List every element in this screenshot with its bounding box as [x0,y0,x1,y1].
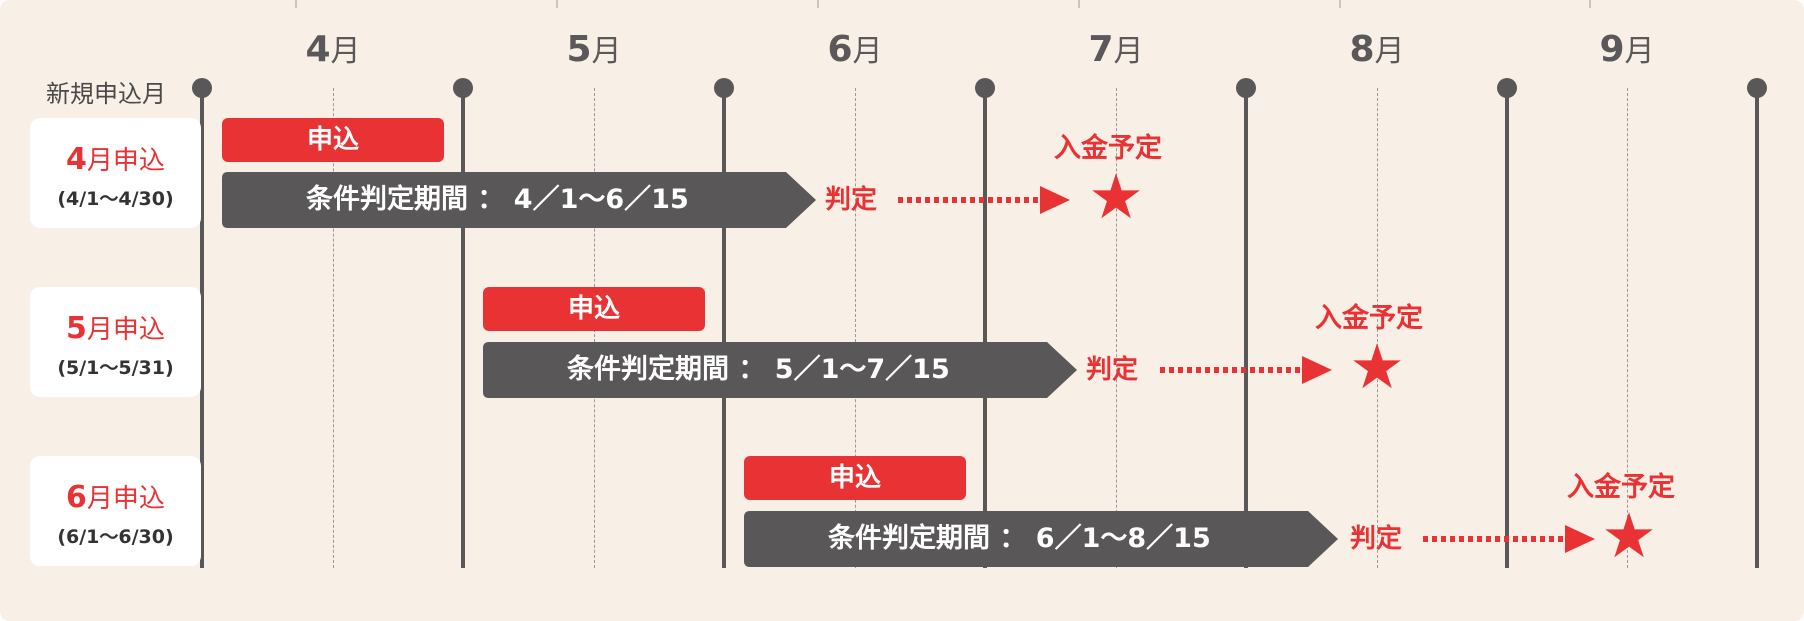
top-tick [1339,0,1341,8]
month-boundary-dot [1497,78,1517,98]
month-boundary-line [200,88,204,568]
guide-line [1627,88,1628,568]
row-date-range: (5/1〜5/31) [57,357,174,379]
star-icon: ★ [1349,330,1405,403]
month-header-9: 9月 [1599,29,1655,70]
judgment-label: 判定 [1350,524,1403,554]
month-boundary-dot [1747,78,1767,98]
payment-scheduled-label: 入金予定 [1567,472,1675,503]
top-tick [1589,0,1591,8]
month-boundary-line [1755,88,1759,568]
payment-scheduled-label: 入金予定 [1054,133,1162,164]
condition-period-bar [744,511,1338,567]
month-header-5: 5月 [566,29,622,70]
row-label-card: 4月申込 (4/1〜4/30) [30,118,201,228]
row-month-label: 4月申込 [66,142,165,177]
guide-line [333,88,334,568]
condition-period-text: 条件判定期間 ： 6／1〜8／15 [828,523,1211,554]
month-boundary-dot [453,78,473,98]
guide-line [1116,88,1117,568]
month-header-4: 4月 [305,29,361,70]
top-tick [1078,0,1080,8]
top-tick [556,0,558,8]
top-tick [295,0,297,8]
row-date-range: (4/1〜4/30) [57,188,174,210]
row-month-label: 5月申込 [66,311,165,346]
dotted-arrow-icon [1160,356,1332,384]
month-header-8: 8月 [1349,29,1405,70]
application-bar: 申込 [744,456,966,500]
condition-period-text: 条件判定期間 ： 5／1〜7／15 [567,354,950,385]
star-icon: ★ [1088,160,1144,233]
month-boundary-line [983,88,987,568]
month-boundary-line [1244,88,1248,568]
month-boundary-dot [192,78,212,98]
month-header-7: 7月 [1088,29,1144,70]
application-bar: 申込 [483,287,705,331]
judgment-label: 判定 [825,185,878,215]
month-boundary-dot [1236,78,1256,98]
row-label-card: 6月申込 (6/1〜6/30) [30,456,201,566]
judgment-label: 判定 [1086,355,1139,385]
new-application-month-label: 新規申込月 [46,80,166,108]
star-icon: ★ [1601,499,1657,572]
condition-period-bar [222,172,816,228]
month-header-6: 6月 [827,29,883,70]
dotted-arrow-icon [898,186,1070,214]
month-boundary-line [461,88,465,568]
condition-period-text: 条件判定期間 ： 4／1〜6／15 [306,184,689,215]
month-boundary-dot [714,78,734,98]
dotted-arrow-icon [1423,525,1595,553]
month-boundary-line [1505,88,1509,568]
row-label-card: 5月申込 (5/1〜5/31) [30,287,201,397]
condition-period-bar [483,342,1077,398]
application-bar: 申込 [222,118,444,162]
month-boundary-line [722,88,726,568]
month-boundary-dot [975,78,995,98]
row-month-label: 6月申込 [66,480,165,515]
top-tick [817,0,819,8]
guide-line [855,88,856,568]
guide-line [1377,88,1378,568]
payment-scheduled-label: 入金予定 [1315,303,1423,334]
row-date-range: (6/1〜6/30) [57,526,174,548]
